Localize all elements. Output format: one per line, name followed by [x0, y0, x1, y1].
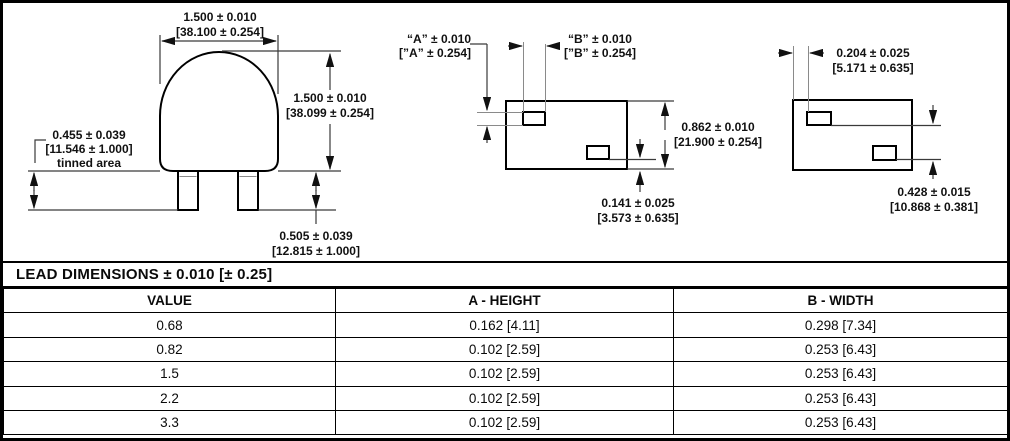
dim-window-offset: 0.141 ± 0.025 [3.573 ± 0.635] [597, 139, 679, 225]
window-span-inches: 0.428 ± 0.015 [897, 185, 971, 199]
front-width-mm: [38.100 ± 0.254] [176, 25, 264, 39]
component-body-outline [159, 51, 279, 172]
window-offset-inches: 0.141 ± 0.025 [601, 196, 675, 210]
table-row: 3.3 0.102 [2.59] 0.253 [6.43] [3, 409, 1007, 436]
window-offset-mm: [3.573 ± 0.635] [597, 211, 678, 225]
side-view-ab: “A” ± 0.010 [”A” ± 0.254] “B” ± 0.010 [”… [399, 32, 762, 225]
tinned-area-mm: [11.546 ± 1.000] [45, 142, 132, 156]
dim-side-body-height: 0.862 ± 0.010 [21.900 ± 0.254] [627, 100, 762, 170]
lead-window-bottom [586, 145, 610, 160]
front-width-dimension: 1.500 ± 0.010 [38.100 ± 0.254] [159, 10, 279, 94]
dim-b-mm: [”B” ± 0.254] [564, 46, 636, 60]
dim-a-mm: [”A” ± 0.254] [399, 46, 471, 60]
front-height-inches: 1.500 ± 0.010 [293, 91, 367, 105]
cell-b-width: 0.253 [6.43] [673, 409, 1007, 436]
table-header-row: VALUE A - HEIGHT B - WIDTH [3, 287, 1007, 314]
col-header-b-width: B - WIDTH [673, 287, 1007, 314]
tinned-area-dimension: 0.455 ± 0.039 [11.546 ± 1.000] tinned ar… [28, 128, 178, 211]
side-body-height-mm: [21.900 ± 0.254] [674, 135, 762, 149]
table-title: LEAD DIMENSIONS ± 0.010 [± 0.25] [16, 266, 273, 283]
cell-value: 2.2 [3, 385, 336, 411]
table-row: 0.68 0.162 [4.11] 0.298 [7.34] [3, 312, 1007, 338]
front-height-mm: [38.099 ± 0.254] [286, 106, 374, 120]
edge-offset-mm: [5.171 ± 0.635] [832, 61, 913, 75]
dim-edge-offset: 0.204 ± 0.025 [5.171 ± 0.635] [778, 46, 914, 112]
cell-a-height: 0.162 [4.11] [335, 312, 674, 338]
dim-a-height: “A” ± 0.010 [”A” ± 0.254] [399, 32, 523, 143]
cell-value: 0.82 [3, 336, 336, 363]
cell-value: 0.68 [3, 312, 336, 338]
drawing-area: 1.500 ± 0.010 [38.100 ± 0.254] 1.500 ± 0… [28, 10, 978, 258]
tinned-area-label: tinned area [57, 156, 121, 170]
lead-window-top-2 [806, 111, 832, 126]
window-span-mm: [10.868 ± 0.381] [890, 200, 978, 214]
cell-a-height: 0.102 [2.59] [335, 336, 674, 363]
lead-window-bottom-2 [872, 145, 897, 161]
table-row: 2.2 0.102 [2.59] 0.253 [6.43] [3, 385, 1007, 411]
cell-b-width: 0.253 [6.43] [673, 336, 1007, 363]
side-body-height-inches: 0.862 ± 0.010 [681, 120, 755, 134]
cell-b-width: 0.253 [6.43] [673, 385, 1007, 411]
cell-b-width: 0.253 [6.43] [673, 361, 1007, 387]
dim-b-width: “B” ± 0.010 [”B” ± 0.254] [508, 32, 636, 112]
cell-value: 3.3 [3, 409, 336, 436]
table-row: 1.5 0.102 [2.59] 0.253 [6.43] [3, 361, 1007, 387]
table-title-band: LEAD DIMENSIONS ± 0.010 [± 0.25] [3, 261, 1007, 288]
lead-length-dimension: 0.505 ± 0.039 [12.815 ± 1.000] [258, 171, 360, 258]
front-view: 1.500 ± 0.010 [38.100 ± 0.254] 1.500 ± 0… [28, 10, 374, 258]
cell-b-width: 0.298 [7.34] [673, 312, 1007, 338]
cell-value: 1.5 [3, 361, 336, 387]
lead-length-inches: 0.505 ± 0.039 [279, 229, 353, 243]
dim-a-inches: “A” ± 0.010 [407, 32, 471, 46]
col-header-value: VALUE [3, 287, 336, 314]
lead-window-top [522, 111, 546, 126]
front-height-dimension: 1.500 ± 0.010 [38.099 ± 0.254] [28, 50, 374, 172]
dim-window-span: 0.428 ± 0.015 [10.868 ± 0.381] [831, 105, 978, 214]
cell-a-height: 0.102 [2.59] [335, 385, 674, 411]
lead-dimensions-table: VALUE A - HEIGHT B - WIDTH 0.68 0.162 [4… [3, 287, 1007, 436]
cell-a-height: 0.102 [2.59] [335, 409, 674, 436]
front-width-inches: 1.500 ± 0.010 [183, 10, 257, 24]
table-row: 0.82 0.102 [2.59] 0.253 [6.43] [3, 336, 1007, 363]
lead-right [237, 170, 259, 211]
col-header-a-height: A - HEIGHT [335, 287, 674, 314]
dim-b-inches: “B” ± 0.010 [568, 32, 632, 46]
lead-length-mm: [12.815 ± 1.000] [272, 244, 360, 258]
side-view-right: 0.204 ± 0.025 [5.171 ± 0.635] 0.428 ± 0.… [778, 46, 978, 214]
cell-a-height: 0.102 [2.59] [335, 361, 674, 387]
lead-left [177, 170, 199, 211]
tinned-area-inches: 0.455 ± 0.039 [52, 128, 126, 142]
edge-offset-inches: 0.204 ± 0.025 [836, 46, 910, 60]
